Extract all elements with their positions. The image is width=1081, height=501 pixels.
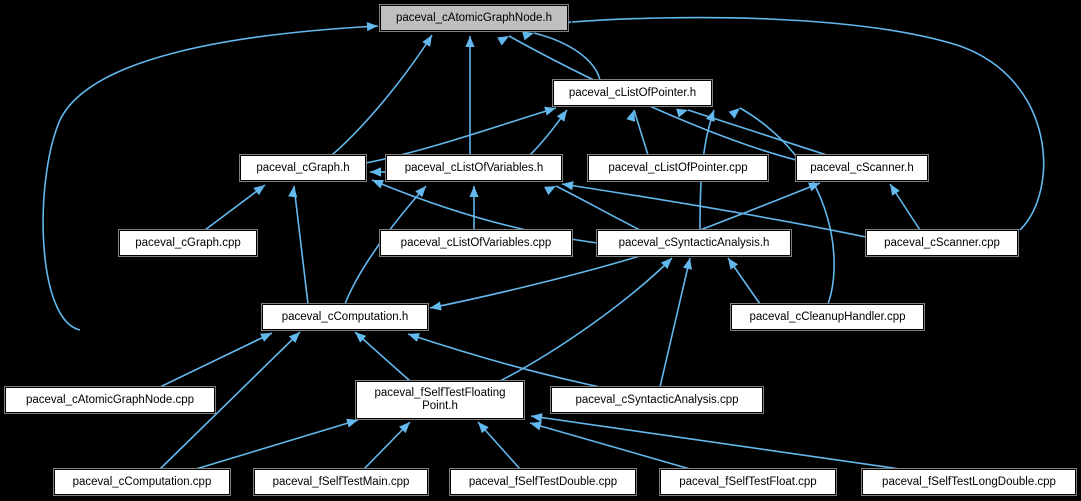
graph-edge: [293, 185, 309, 305]
graph-edge: [159, 332, 273, 388]
graph-edge-arrowhead: [556, 110, 567, 122]
graph-edge: [533, 32, 601, 81]
graph-edge-arrowhead: [728, 108, 740, 119]
graph-edge-arrowhead: [626, 110, 636, 122]
graph-edge-arrowhead: [430, 301, 442, 311]
graph-edge-arrowhead: [408, 333, 420, 342]
graph-node-selftestmain_cpp[interactable]: paceval_fSelfTestMain.cpp: [253, 468, 429, 496]
graph-node-computation_cpp[interactable]: paceval_cComputation.cpp: [53, 468, 231, 496]
graph-edge-arrowhead: [478, 422, 489, 434]
graph-edge-arrowhead: [705, 110, 715, 122]
graph-edge: [530, 415, 901, 470]
graph-edge: [407, 333, 601, 388]
graph-edge-arrowhead: [728, 258, 739, 270]
graph-edge-arrowhead: [366, 21, 378, 32]
graph-edge-arrowhead: [346, 418, 358, 428]
graph-edge-arrowhead: [465, 36, 475, 48]
graph-edge-arrowhead: [253, 185, 265, 196]
graph-edge-arrowhead: [372, 179, 384, 189]
graph-node-syntacticanalysis_h[interactable]: paceval_cSyntacticAnalysis.h: [596, 229, 792, 257]
graph-edge: [633, 109, 649, 156]
graph-node-selftestlongdouble_cpp[interactable]: paceval_fSelfTestLongDouble.cpp: [861, 468, 1077, 496]
graph-edge-arrowhead: [683, 258, 692, 270]
graph-edge-arrowhead: [530, 421, 542, 431]
graph-edge: [204, 184, 266, 231]
graph-node-cgraph_h[interactable]: paceval_cGraph.h: [239, 154, 367, 182]
graph-edge: [699, 182, 821, 231]
graph-node-listofpointer_cpp[interactable]: paceval_cListOfPointer.cpp: [587, 154, 769, 182]
graph-edge: [195, 419, 359, 470]
graph-node-selftestdouble_cpp[interactable]: paceval_fSelfTestDouble.cpp: [449, 468, 637, 496]
graph-edge-arrowhead: [422, 35, 432, 47]
graph-edge: [499, 257, 673, 382]
graph-edge: [659, 257, 691, 388]
graph-edge: [354, 331, 411, 382]
graph-edge-arrowhead: [676, 108, 688, 118]
graph-node-listofpointer_h[interactable]: paceval_cListOfPointer.h: [552, 79, 713, 107]
graph-edge: [739, 107, 835, 305]
graph-edge-arrowhead: [808, 182, 820, 192]
graph-edge-arrowhead: [544, 106, 556, 116]
graph-edge-arrowhead: [415, 186, 426, 198]
graph-node-computation_h[interactable]: paceval_cComputation.h: [261, 303, 429, 331]
graph-node-selftestfloatingpoint_h[interactable]: paceval_fSelfTestFloating Point.h: [355, 380, 525, 420]
graph-node-cleanuphandler_cpp[interactable]: paceval_cCleanupHandler.cpp: [730, 303, 925, 331]
graph-edge-arrowhead: [497, 36, 509, 46]
graph-node-syntacticanalysis_cpp[interactable]: paceval_cSyntacticAnalysis.cpp: [550, 386, 764, 414]
graph-edge: [561, 183, 867, 238]
graph-edge-arrowhead: [288, 332, 300, 343]
graph-node-atomicgraphnode_cpp[interactable]: paceval_cAtomicGraphNode.cpp: [4, 386, 216, 414]
graph-node-atomicgraphnode_h[interactable]: paceval_cAtomicGraphNode.h: [379, 4, 569, 32]
graph-edge-arrowhead: [660, 258, 672, 270]
graph-edge-arrowhead: [370, 167, 382, 177]
graph-node-listofvariables_cpp[interactable]: paceval_cListOfVariables.cpp: [379, 229, 573, 257]
graph-node-scanner_cpp[interactable]: paceval_cScanner.cpp: [865, 229, 1019, 257]
graph-edge-arrowhead: [469, 186, 479, 198]
graph-edge: [529, 422, 691, 470]
graph-edge: [687, 109, 837, 159]
graph-edge-arrowhead: [562, 181, 574, 191]
graph-edge-arrowhead: [355, 332, 367, 343]
graph-node-listofvariables_h[interactable]: paceval_cListOfVariables.h: [385, 154, 563, 182]
graph-node-selftestfloat_cpp[interactable]: paceval_fSelfTestFloat.cpp: [659, 468, 837, 496]
graph-node-cgraph_cpp[interactable]: paceval_cGraph.cpp: [118, 229, 258, 257]
graph-edge: [429, 255, 641, 309]
graph-edge-arrowhead: [544, 186, 556, 196]
graph-edge-arrowhead: [399, 422, 410, 434]
graph-edge: [42, 25, 379, 331]
graph-edge-arrowhead: [531, 413, 543, 423]
graph-edge-arrowhead: [288, 186, 298, 198]
graph-edge-arrowhead: [522, 31, 534, 41]
graph-edge: [571, 16, 1045, 231]
graph-edge: [331, 34, 433, 156]
graph-edge-arrowhead: [890, 184, 900, 196]
graph-edge-arrowhead: [260, 333, 272, 342]
graph-edge: [555, 185, 641, 231]
graph-edge: [159, 331, 301, 470]
graph-node-scanner_h[interactable]: paceval_cScanner.h: [795, 154, 929, 182]
